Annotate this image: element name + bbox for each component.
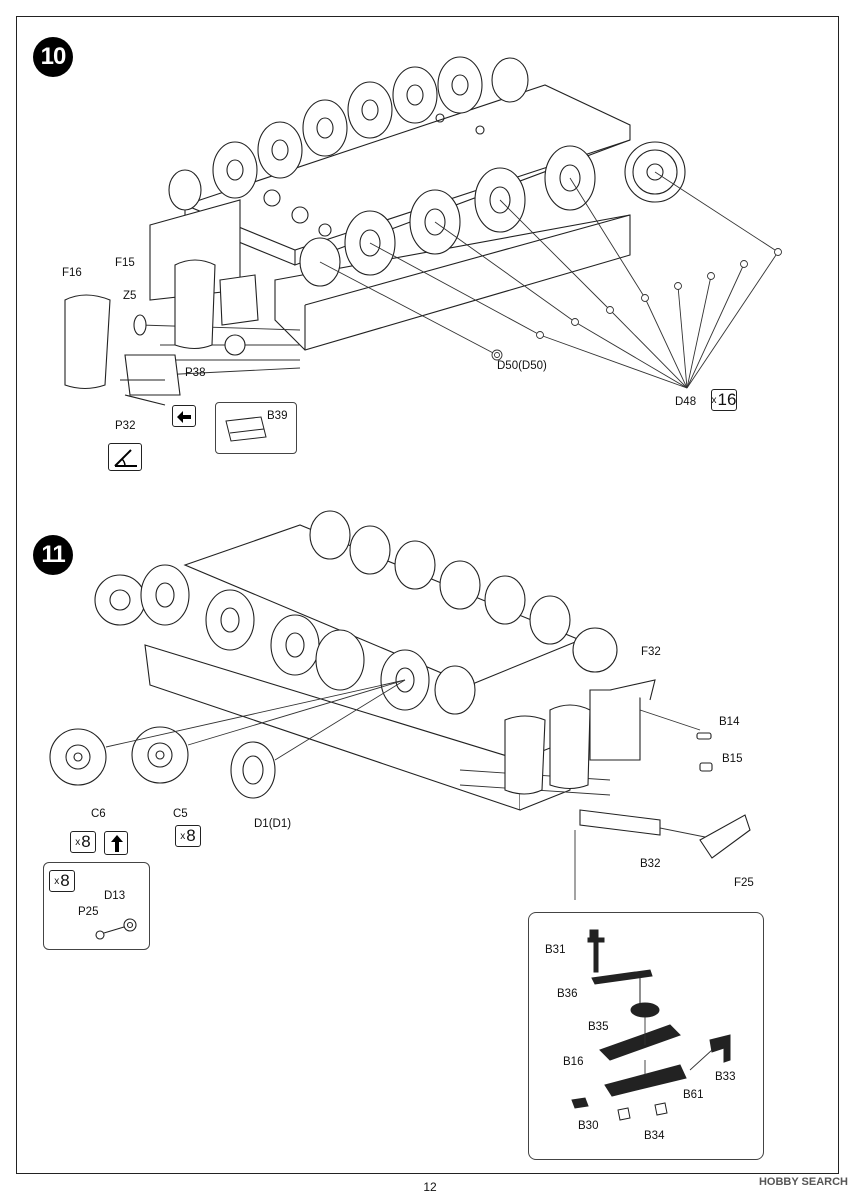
step-10-d48-washers: [491, 248, 782, 361]
part-b35-label: B35: [588, 1021, 609, 1033]
part-p38-label: P38: [185, 367, 206, 379]
part-c6-label: C6: [91, 808, 106, 820]
step-10-back-wheels: [168, 56, 529, 211]
part-f16-label: F16: [62, 267, 82, 279]
part-b30-label: B30: [578, 1120, 599, 1132]
flip-arrow-icon: [172, 405, 196, 427]
part-b39-label: B39: [267, 410, 288, 422]
part-d50-label: D50(D50): [497, 360, 547, 372]
part-b31-label: B31: [545, 944, 566, 956]
part-b14-label: B14: [719, 716, 740, 728]
part-b34-label: B34: [644, 1130, 665, 1142]
part-f15-label: F15: [115, 257, 135, 269]
page-number: 12: [423, 1180, 437, 1194]
part-b61-label: B61: [683, 1089, 704, 1101]
part-p32-label: P32: [115, 420, 136, 432]
step-10-badge: 10: [33, 37, 73, 77]
step-10-rear-parts: [64, 259, 259, 406]
jack-parts: [571, 929, 731, 1121]
step-11-loose-wheels: [49, 726, 276, 799]
c6-quantity: 8: [81, 832, 91, 851]
part-b33-label: B33: [715, 1071, 736, 1083]
rotate-arrow-icon: [104, 831, 128, 855]
step-11-back-wheels: [309, 510, 618, 673]
watermark: HOBBY SEARCH: [758, 1176, 848, 1188]
part-c5-label: C5: [173, 808, 188, 820]
part-f25-label: F25: [734, 877, 754, 889]
step-11-rear-parts: [504, 679, 751, 859]
part-z5-label: Z5: [123, 290, 137, 302]
angle-glue-icon: [108, 443, 142, 471]
part-d13-label: D13: [104, 890, 126, 902]
part-b15-label: B15: [722, 753, 743, 765]
part-b32-label: B32: [640, 858, 661, 870]
part-p25-label: P25: [78, 906, 99, 918]
part-b36-label: B36: [557, 988, 578, 1000]
page-border: [16, 16, 839, 1174]
part-d48-label: D48: [675, 396, 697, 408]
c5-quantity: 8: [186, 826, 196, 845]
part-f32-label: F32: [641, 646, 661, 658]
step-11-number: 11: [41, 541, 65, 568]
step-10-hull: [149, 84, 631, 351]
step-11-badge: 11: [33, 535, 73, 575]
part-b16-label: B16: [563, 1056, 584, 1068]
subassembly-quantity: 8: [60, 871, 70, 890]
b39-inset: [215, 402, 297, 454]
d48-quantity: 16: [717, 390, 737, 409]
step-10-number: 10: [40, 43, 67, 70]
part-d1-label: D1(D1): [254, 818, 292, 830]
